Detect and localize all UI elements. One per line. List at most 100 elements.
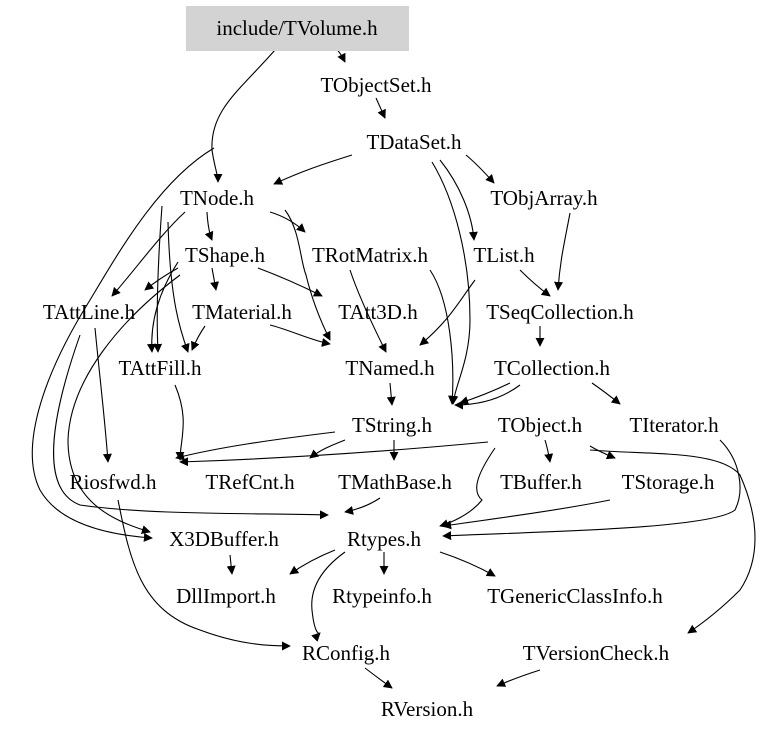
node-label-tversioncheck: TVersionCheck.h [523,641,670,665]
edge-titerator-to-rtypes [442,439,741,541]
node-label-tlist: TList.h [473,243,535,267]
edge-tnode-to-tattfill [153,205,163,353]
node-riosfwd[interactable]: Riosfwd.h [70,470,157,494]
edge-tdataset-to-tnode [273,154,353,185]
node-label-tshape: TShape.h [185,243,265,267]
node-label-rtypes: Rtypes.h [347,527,422,551]
node-tobjectset[interactable]: TObjectSet.h [320,73,432,97]
edge-tobject-to-rtypes [439,447,496,528]
node-label-rversion: RVersion.h [381,697,474,721]
node-tbuffer[interactable]: TBuffer.h [500,470,582,494]
edge-tobject-to-tversioncheck [589,449,756,634]
edge-tmaterial-to-tnamed [269,324,331,347]
nodes-layer: include/TVolume.hTObjectSet.hTDataSet.hT… [43,6,719,721]
edge-tlist-to-tseqcollection [519,269,551,297]
node-x3dbuffer[interactable]: X3DBuffer.h [169,527,279,551]
node-label-tgenericclassinfo: TGenericClassInfo.h [487,584,663,608]
edge-tshape-to-tattline [144,267,179,291]
edge-rtypes-to-rconfig [311,551,346,642]
node-trefcnt[interactable]: TRefCnt.h [205,470,295,494]
node-tstring[interactable]: TString.h [352,413,432,437]
node-dllimport[interactable]: DllImport.h [176,584,276,608]
node-tatt3d[interactable]: TAtt3D.h [338,300,418,324]
node-label-tnode: TNode.h [180,186,255,210]
edge-tcollection-to-tstring [454,384,521,410]
node-tversioncheck[interactable]: TVersionCheck.h [523,641,670,665]
node-titerator[interactable]: TIterator.h [629,413,719,437]
node-tshape[interactable]: TShape.h [185,243,265,267]
node-tattfill[interactable]: TAttFill.h [119,356,202,380]
node-tseqcollection[interactable]: TSeqCollection.h [486,300,634,324]
node-label-dllimport: DllImport.h [176,584,276,608]
node-tnamed[interactable]: TNamed.h [345,356,435,380]
edge-tdataset-to-tlist [439,159,478,241]
edge-rtypes-to-dllimport [289,549,336,575]
edge-tlist-to-tnamed [419,279,476,346]
edge-tattline-to-rtypes [53,334,329,520]
node-label-tstorage: TStorage.h [622,470,715,494]
node-tobjarray[interactable]: TObjArray.h [490,186,598,210]
node-tlist[interactable]: TList.h [473,243,535,267]
edge-tshape-to-tnamed [167,221,190,353]
node-label-tobject: TObject.h [498,413,583,437]
node-tnode[interactable]: TNode.h [180,186,255,210]
edge-tobject-to-tbuffer [544,439,554,463]
edge-tcollection-to-tobject [459,382,511,405]
node-label-tobjectset: TObjectSet.h [320,73,432,97]
node-label-titerator: TIterator.h [629,413,719,437]
edge-tnode-to-tatt3d [284,209,331,341]
node-label-tattline: TAttLine.h [43,300,136,324]
node-label-trefcnt: TRefCnt.h [205,470,295,494]
edge-tvolume-to-x3dbuffer [31,147,215,542]
node-label-tcollection: TCollection.h [494,356,611,380]
edge-tobject-to-riosfwd [179,441,489,467]
node-tcollection[interactable]: TCollection.h [494,356,611,380]
node-label-tattfill: TAttFill.h [119,356,202,380]
edge-rconfig-to-rversion [364,667,393,689]
node-tmaterial[interactable]: TMaterial.h [192,300,292,324]
edge-tdataset-to-tobjarray [465,154,495,184]
edges-layer [31,39,756,689]
edge-tnode-to-tattline [111,211,186,297]
node-tstorage[interactable]: TStorage.h [622,470,715,494]
node-tdataset[interactable]: TDataSet.h [366,130,462,154]
node-tattline[interactable]: TAttLine.h [43,300,136,324]
edge-tshape-to-tmaterial [210,267,219,291]
edge-tnode-to-trotmatrix [269,211,306,233]
node-tvolume[interactable]: include/TVolume.h [186,6,409,51]
edge-tstorage-to-rtypes [442,499,611,530]
node-rconfig[interactable]: RConfig.h [302,641,391,665]
node-label-rtypeinfo: Rtypeinfo.h [332,584,432,608]
edge-tnamed-to-tstring [386,382,396,406]
edge-tdataset-to-tobject [431,161,471,405]
edge-tcollection-to-titerator [591,382,621,405]
node-label-riosfwd: Riosfwd.h [70,470,157,494]
edge-tattfill-to-riosfwd [174,384,185,461]
node-label-tatt3d: TAtt3D.h [338,300,418,324]
node-label-tobjarray: TObjArray.h [490,186,598,210]
node-tmathbase[interactable]: TMathBase.h [338,470,452,494]
edge-tattline-to-riosfwd [94,327,112,463]
node-label-tvolume: include/TVolume.h [216,16,378,40]
edge-tmathbase-to-rtypes [344,497,381,515]
edge-tshape-to-tattfill [147,261,179,353]
node-label-x3dbuffer: X3DBuffer.h [169,527,279,551]
edge-tshape-to-x3dbuffer [67,274,181,534]
edge-x3dbuffer-to-dllimport [226,554,236,575]
edge-tshape-to-tatt3d [257,267,323,297]
node-rversion[interactable]: RVersion.h [381,697,474,721]
edge-tmaterial-to-tattfill [191,325,206,351]
node-tobject[interactable]: TObject.h [498,413,583,437]
edge-rtypes-to-tgenericclassinfo [439,551,496,577]
node-label-tmaterial: TMaterial.h [192,300,292,324]
edge-tvolume-to-tnode [211,49,276,183]
node-label-tseqcollection: TSeqCollection.h [486,300,634,324]
edge-trotmatrix-to-tobject [429,269,458,405]
node-tgenericclassinfo[interactable]: TGenericClassInfo.h [487,584,663,608]
node-rtypes[interactable]: Rtypes.h [347,527,422,551]
node-trotmatrix[interactable]: TRotMatrix.h [312,243,429,267]
node-rtypeinfo[interactable]: Rtypeinfo.h [332,584,432,608]
root-node-box [186,6,409,51]
edge-tversioncheck-to-rversion [496,669,541,687]
